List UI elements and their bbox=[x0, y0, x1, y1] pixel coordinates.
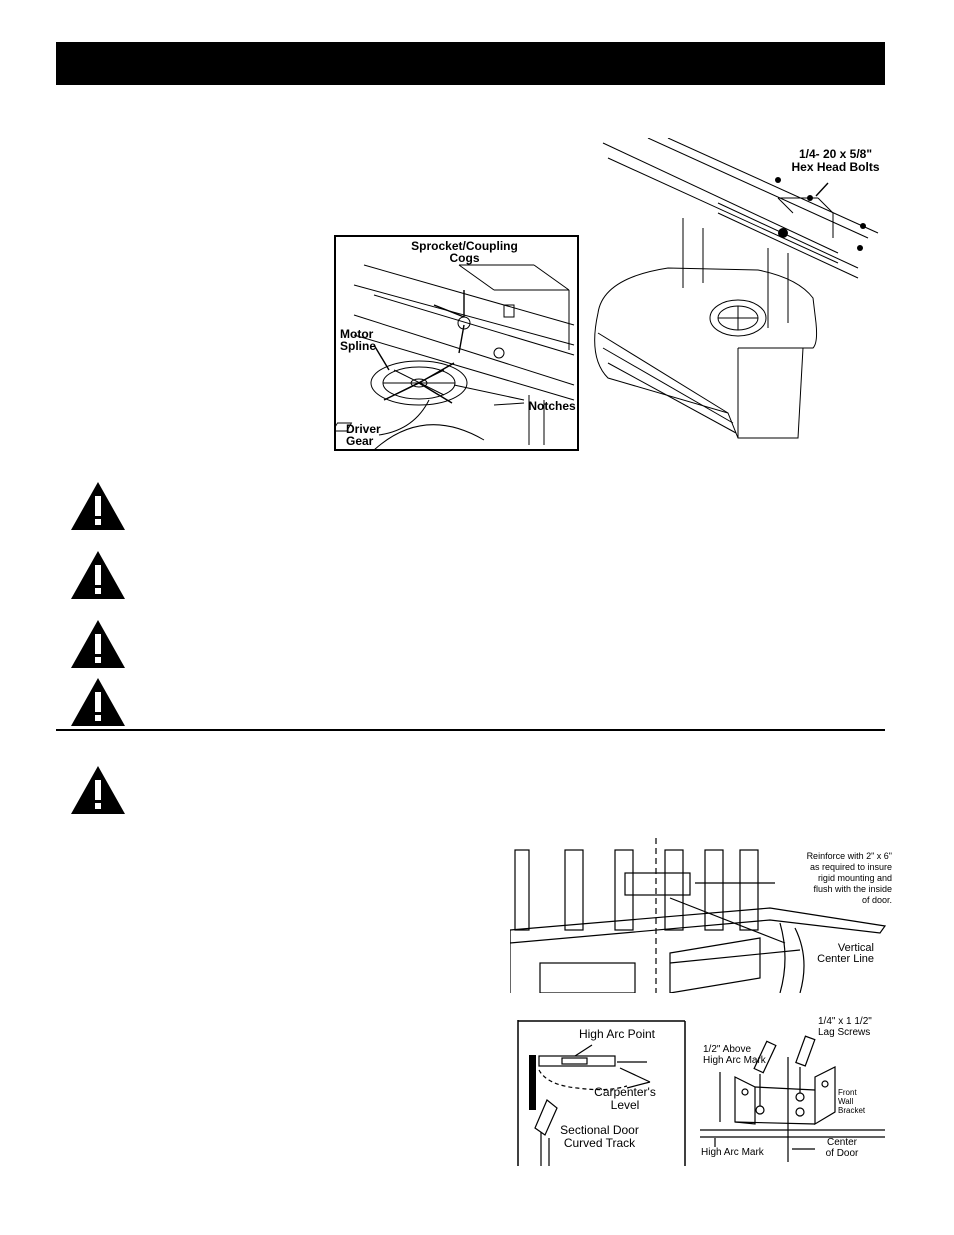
hex-bolts-label: 1/4- 20 x 5/8" Hex Head Bolts bbox=[791, 147, 880, 174]
warning-triangle-icon bbox=[71, 766, 125, 814]
carpenters-level-label: Carpenter's Level bbox=[594, 1085, 656, 1112]
warning-triangle-icon bbox=[71, 551, 125, 599]
arc-drawing bbox=[517, 1020, 686, 1166]
curved-track-label: Sectional Door Curved Track bbox=[560, 1123, 639, 1150]
front-wall-bracket-label: Front Wall Bracket bbox=[838, 1088, 866, 1115]
figure-sprocket-detail: Sprocket/Coupling Cogs Motor Spline Notc… bbox=[332, 235, 579, 451]
figure-high-arc: High Arc Point Carpenter's Level Section… bbox=[517, 1020, 686, 1166]
lag-screws-label: 1/4" x 1 1/2" Lag Screws bbox=[818, 1016, 872, 1038]
high-arc-mark-label: High Arc Mark bbox=[701, 1147, 764, 1158]
opener-drawing bbox=[594, 137, 879, 439]
notches-label: Notches bbox=[528, 399, 576, 413]
sprocket-drawing bbox=[332, 235, 579, 451]
header-bar bbox=[56, 42, 885, 85]
bracket-drawing bbox=[700, 1035, 885, 1162]
warning-triangle-icon bbox=[71, 620, 125, 668]
figure-opener-bolts: 1/4- 20 x 5/8" Hex Head Bolts bbox=[588, 137, 888, 440]
sprocket-coupling-label: Sprocket/Coupling Cogs bbox=[411, 239, 518, 265]
motor-spline-label: Motor Spline bbox=[340, 327, 377, 353]
center-of-door-label: Center of Door bbox=[825, 1137, 859, 1159]
reinforce-label: Reinforce with 2" x 6" as required to in… bbox=[806, 851, 892, 905]
vertical-center-line-label: Vertical Center Line bbox=[817, 942, 874, 965]
half-inch-above-label: 1/2" Above High Arc Mark bbox=[703, 1044, 766, 1066]
warning-triangle-icon bbox=[71, 482, 125, 530]
figure-wall-bracket: 1/4" x 1 1/2" Lag Screws 1/2" Above High… bbox=[700, 1012, 885, 1162]
section-divider bbox=[56, 729, 885, 731]
warning-triangle-icon bbox=[71, 678, 125, 726]
figure-door-reinforce: Reinforce with 2" x 6" as required to in… bbox=[509, 838, 892, 994]
driver-gear-label: Driver Gear bbox=[346, 422, 381, 448]
high-arc-point-label: High Arc Point bbox=[578, 1027, 656, 1041]
